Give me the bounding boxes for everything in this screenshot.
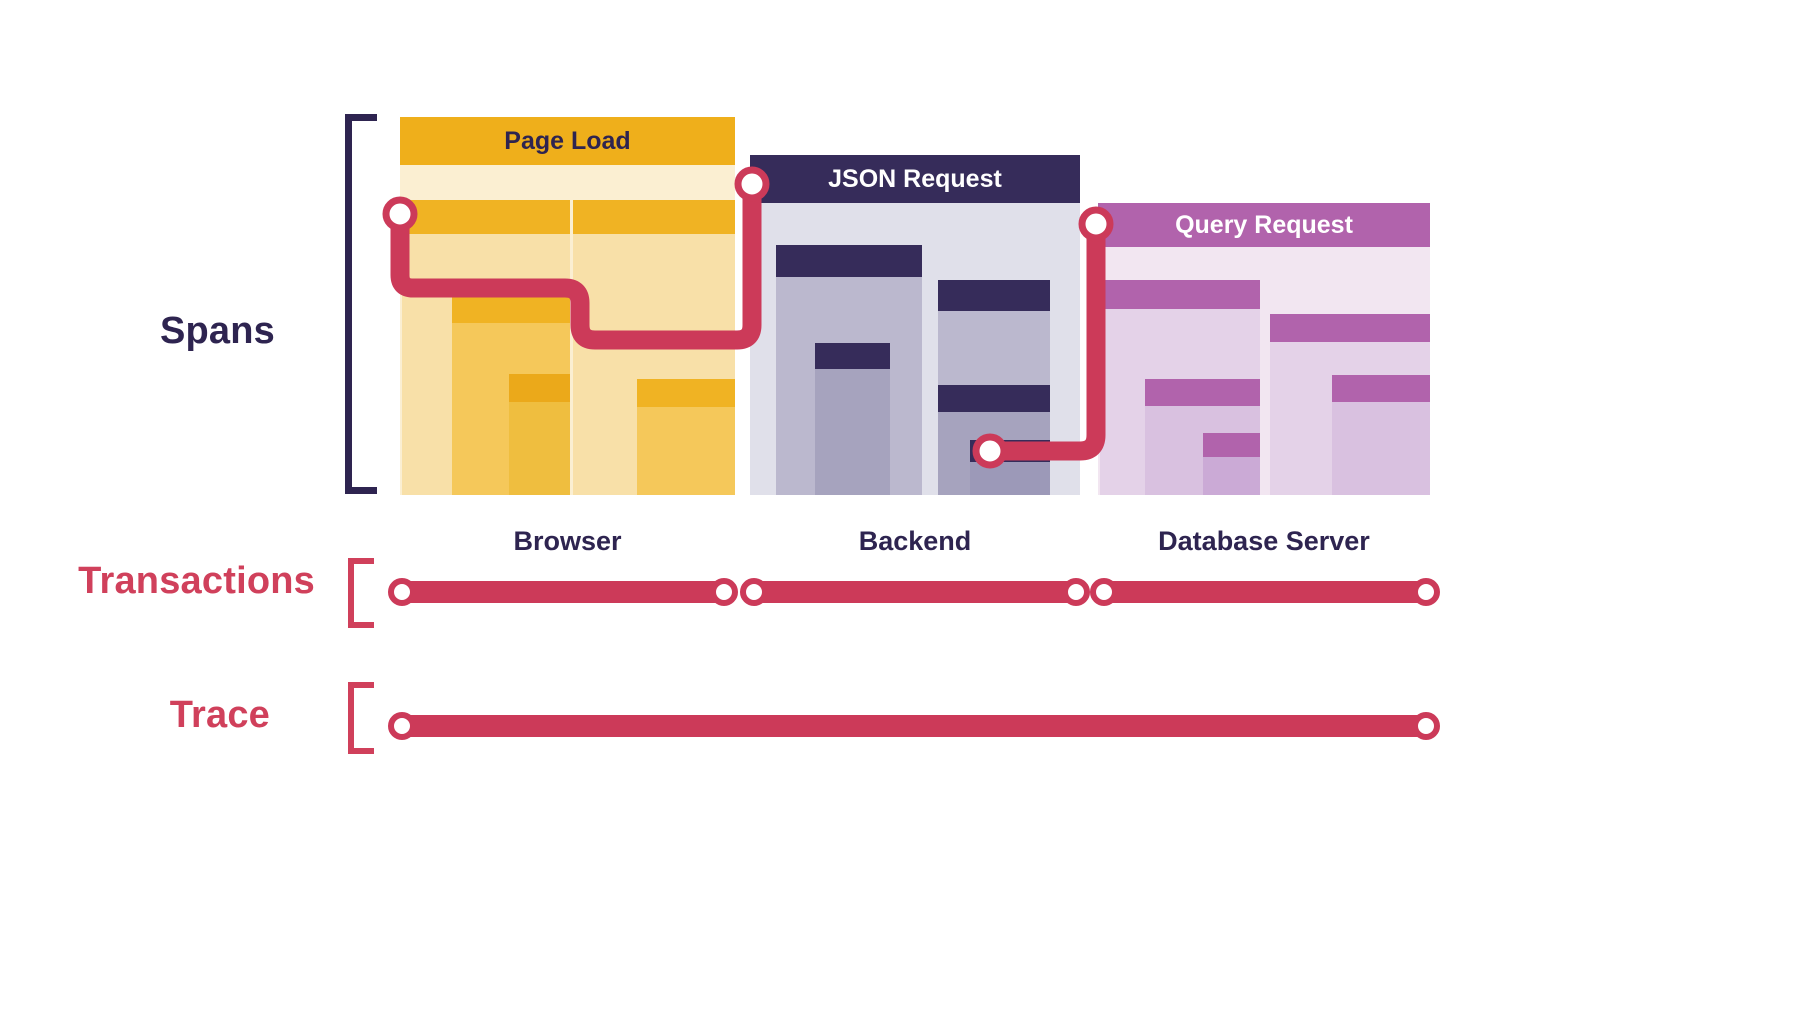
span-body <box>970 462 1050 495</box>
service-label-database: Database Server <box>1158 526 1370 556</box>
service-label-browser: Browser <box>513 526 622 556</box>
span-cap <box>1203 433 1260 457</box>
span-cap <box>1145 379 1260 406</box>
service-label-backend: Backend <box>858 526 972 556</box>
bracket-spans <box>345 114 377 494</box>
span-cap <box>1332 375 1430 402</box>
trace-dot-end[interactable] <box>1412 712 1440 740</box>
row-label-transactions: Transactions <box>78 560 315 602</box>
transaction-dot-backend-end[interactable] <box>1062 578 1090 606</box>
span-backend-5 <box>970 440 1050 495</box>
span-cap <box>815 343 890 369</box>
span-cap <box>637 379 735 407</box>
span-database-3 <box>1203 433 1260 495</box>
span-body <box>815 369 890 495</box>
span-cap <box>750 155 1080 203</box>
span-cap <box>452 291 570 323</box>
span-body <box>509 402 570 495</box>
span-cap <box>938 280 1050 311</box>
span-cap <box>400 117 735 165</box>
span-header-label-backend: JSON Request <box>828 165 1002 193</box>
span-cap <box>509 374 570 402</box>
span-cap <box>1270 314 1430 342</box>
transaction-dot-database-start[interactable] <box>1090 578 1118 606</box>
trace-bar[interactable] <box>402 715 1426 737</box>
span-header-label-browser: Page Load <box>504 127 631 155</box>
span-database-5 <box>1332 375 1430 495</box>
bracket-transactions <box>348 558 374 628</box>
span-body <box>1203 457 1260 495</box>
bracket-trace <box>348 682 374 754</box>
row-label-spans: Spans <box>159 310 275 352</box>
span-cap <box>938 385 1050 412</box>
row-label-trace: Trace <box>169 694 270 736</box>
transaction-bar-browser[interactable] <box>402 581 724 603</box>
transaction-bar-backend[interactable] <box>754 581 1076 603</box>
transaction-dot-browser-start[interactable] <box>388 578 416 606</box>
span-cap <box>1098 203 1430 247</box>
span-header-label-database: Query Request <box>1175 211 1353 239</box>
span-browser-5 <box>637 379 735 495</box>
trace-dot-start[interactable] <box>388 712 416 740</box>
span-cap <box>573 200 735 234</box>
transaction-bar-database[interactable] <box>1104 581 1426 603</box>
transaction-dot-backend-start[interactable] <box>740 578 768 606</box>
span-backend-2 <box>815 343 890 495</box>
span-cap <box>402 200 570 234</box>
span-body <box>1332 402 1430 495</box>
span-body <box>637 407 735 495</box>
span-browser-3 <box>509 374 570 495</box>
transaction-dot-database-end[interactable] <box>1412 578 1440 606</box>
transaction-dot-browser-end[interactable] <box>710 578 738 606</box>
span-cap <box>970 440 1050 462</box>
span-cap <box>776 245 922 277</box>
span-cap <box>1100 280 1260 309</box>
